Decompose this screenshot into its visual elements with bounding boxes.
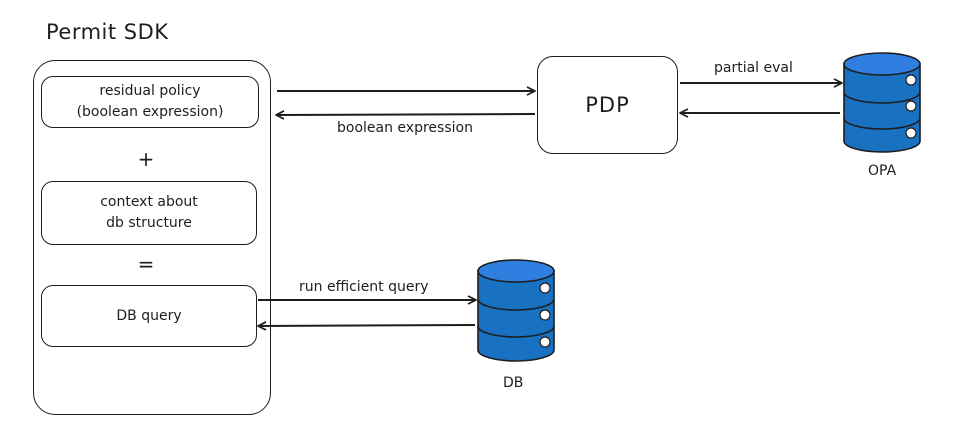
diagram-title: Permit SDK (46, 20, 169, 44)
partial-eval-edge-label: partial eval (714, 60, 793, 76)
run-query-edge-label: run efficient query (299, 279, 429, 295)
db-query-box: DB query (41, 285, 257, 347)
db-query-label: DB query (116, 307, 182, 324)
opa-database-icon (843, 52, 921, 153)
boolean-expression-edge-label: boolean expression (337, 120, 473, 136)
opa-label: OPA (868, 163, 897, 179)
context-box: context about db structure (41, 181, 257, 245)
context-line1: context about (100, 194, 198, 210)
residual-policy-line1: residual policy (99, 83, 201, 99)
db-label: DB (503, 375, 524, 391)
equals-operator: = (137, 252, 155, 276)
pdp-label: PDP (585, 93, 630, 117)
arrow-db-to-sdk (257, 321, 476, 331)
pdp-box: PDP (537, 56, 678, 154)
plus-operator: + (137, 147, 155, 171)
arrow-pdp-to-sdk (275, 110, 536, 120)
residual-policy-line2: (boolean expression) (76, 104, 224, 120)
context-line2: db structure (106, 215, 192, 231)
db-database-icon (477, 259, 555, 362)
permit-sdk-container (33, 60, 271, 415)
residual-policy-box: residual policy (boolean expression) (41, 76, 259, 128)
